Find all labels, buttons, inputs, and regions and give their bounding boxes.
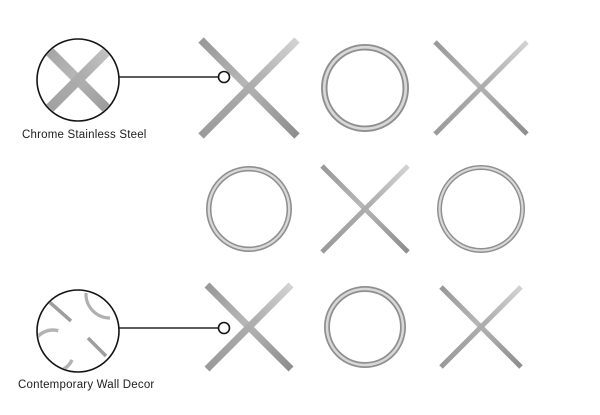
callout-style-pointer-dot — [217, 321, 231, 335]
o-ring-highlight-icon — [207, 167, 291, 251]
grid-cell-o-r2c1 — [324, 286, 406, 368]
o-ring-highlight-icon — [322, 45, 408, 131]
grid-cell-o-r1c2 — [437, 165, 525, 253]
product-grid — [198, 37, 529, 372]
o-ring-highlight-icon — [325, 287, 405, 367]
o-ring-highlight-icon — [438, 166, 524, 252]
callout-style-group — [36, 289, 231, 373]
grid-cell-o-r1c0 — [206, 166, 292, 252]
grid-cell-x-r2c0 — [204, 282, 294, 372]
grid-cell-x-r0c2 — [433, 40, 529, 136]
grid-cell-o-r0c1 — [321, 44, 409, 132]
closeup-ring-arc-icon — [84, 292, 111, 320]
x-bar-icon — [204, 282, 294, 372]
x-bar-icon — [433, 40, 529, 136]
callout-style-label: Contemporary Wall Decor — [18, 379, 155, 391]
grid-cell-x-r2c2 — [439, 285, 523, 369]
callout-material-group — [36, 38, 231, 122]
grid-cell-x-r0c0 — [198, 37, 300, 139]
closeup-bar-segment-icon — [86, 336, 108, 358]
callout-material-pointer-dot — [217, 70, 231, 84]
x-bar-icon — [439, 285, 523, 369]
callout-style-detail — [38, 292, 111, 371]
x-bar-icon — [320, 164, 410, 254]
closeup-bar-segment-icon — [44, 297, 73, 323]
grid-cell-x-r1c1 — [320, 164, 410, 254]
x-bar-icon — [198, 37, 300, 139]
callout-material-label: Chrome Stainless Steel — [22, 129, 147, 141]
